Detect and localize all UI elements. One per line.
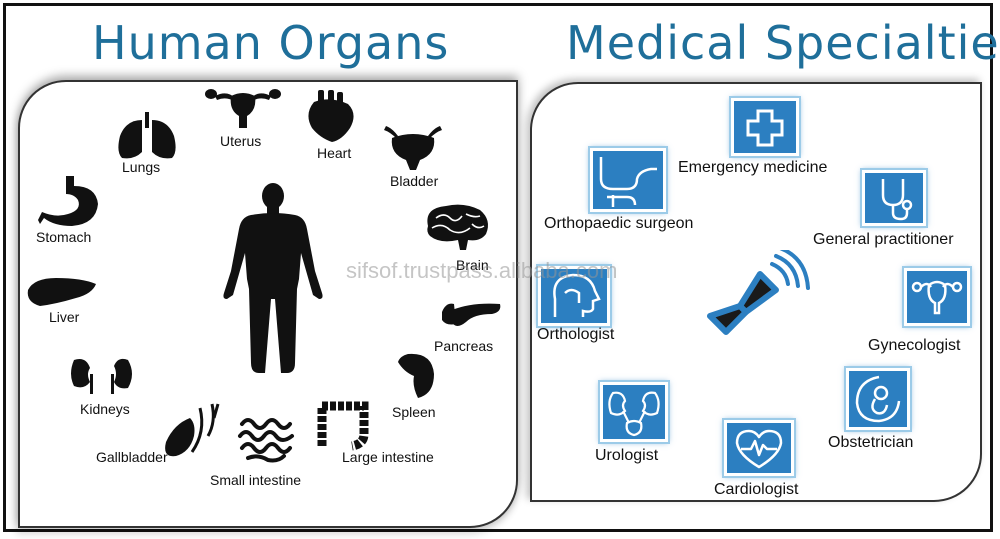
small-intestine-label: Small intestine [210, 472, 302, 488]
kidneys-label: Kidneys [80, 401, 130, 417]
uterus-icon [205, 86, 281, 130]
head-profile-icon [553, 273, 601, 317]
emergency-medicine-box [729, 96, 801, 158]
heart-label: Heart [317, 145, 352, 161]
orthologist-label: Orthologist [537, 326, 615, 343]
obstetrician-box [844, 366, 912, 432]
pancreas-label: Pancreas [434, 338, 494, 354]
liver-label: Liver [49, 309, 80, 325]
gynecologist-label: Gynecologist [868, 337, 961, 354]
gynecologist-box [902, 266, 972, 328]
lungs-label: Lungs [122, 159, 161, 175]
urologist-label: Urologist [595, 447, 659, 464]
lungs-icon [116, 112, 178, 160]
orthopaedic-surgeon-label: Orthopaedic surgeon [544, 215, 694, 232]
bladder-icon [384, 124, 442, 170]
kidneys-bladder-icon [608, 391, 660, 437]
stomach-label: Stomach [36, 229, 92, 245]
large-intestine-icon [312, 396, 374, 452]
small-intestine-icon [234, 414, 298, 464]
heart-ecg-icon [735, 429, 783, 469]
general-practitioner-label: General practitioner [813, 231, 954, 248]
urologist-box [598, 380, 670, 444]
outer-frame [3, 3, 993, 532]
fetus-icon [855, 375, 901, 423]
uterus-icon [911, 280, 963, 315]
watermark: sifsof.trustpass.alibaba.com [346, 258, 618, 283]
spleen-icon [394, 352, 436, 400]
medical-cross-icon [746, 109, 784, 147]
liver-icon [26, 276, 98, 308]
medical-specialties-title: Medical Specialties [566, 16, 1000, 70]
general-practitioner-box [860, 168, 928, 228]
cardiologist-label: Cardiologist [714, 481, 799, 498]
kidneys-icon [68, 356, 136, 396]
emergency-medicine-label: Emergency medicine [678, 159, 828, 176]
brain-icon [420, 202, 492, 252]
gallbladder-icon [160, 402, 222, 462]
heart-icon [304, 90, 356, 144]
gallbladder-label: Gallbladder [96, 449, 168, 465]
stomach-icon [38, 176, 100, 228]
spleen-label: Spleen [392, 404, 436, 420]
ultrasound-probe-icon [700, 250, 812, 342]
pancreas-icon [442, 296, 502, 332]
large-intestine-label: Large intestine [342, 449, 434, 465]
human-body-silhouette-icon [215, 183, 331, 375]
bladder-label: Bladder [390, 173, 439, 189]
obstetrician-label: Obstetrician [828, 434, 914, 451]
human-organs-panel [18, 80, 518, 528]
orthologist-box [536, 264, 612, 328]
human-organs-title: Human Organs [92, 16, 450, 70]
orthopaedic-surgeon-box [588, 146, 668, 214]
cardiologist-box [722, 418, 796, 478]
brain-label: Brain [456, 257, 489, 273]
uterus-label: Uterus [220, 133, 262, 149]
stethoscope-icon [881, 179, 913, 221]
knee-joint-icon [599, 157, 657, 207]
